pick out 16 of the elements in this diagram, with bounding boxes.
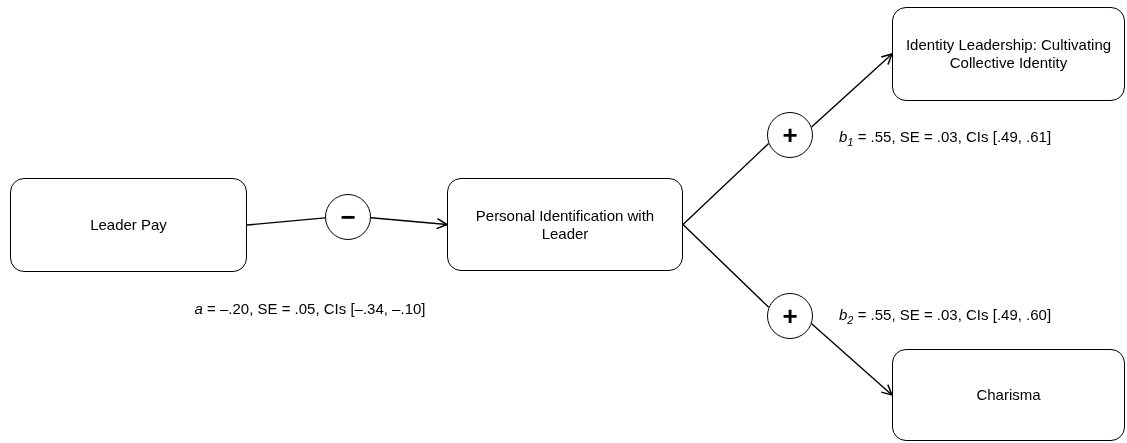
connector-line (682, 223, 770, 309)
arrow (370, 217, 448, 230)
path-coefficient: b$_{2}$ = .55, SE = .03, CIs [.49, .60] (839, 306, 1052, 326)
process-box: Identity Leadership: Cultivating Collective Identity (892, 7, 1125, 101)
arrow (810, 53, 893, 128)
connector-line (682, 142, 770, 226)
sign-circle: + (767, 293, 813, 339)
process-box: Charisma (892, 349, 1125, 441)
process-box: Leader Pay (10, 178, 247, 272)
path-coefficient: a = –.20, SE = .05, CIs [–.34, –.10] (194, 300, 426, 317)
sign-circle: + (767, 112, 813, 158)
process-box: Personal Identification with Leader (447, 178, 683, 271)
path-coefficient: b$_{1}$ = .55, SE = .03, CIs [.49, .61] (839, 128, 1052, 148)
sign-circle: − (325, 194, 371, 240)
connector-line (246, 217, 326, 226)
arrow (810, 323, 893, 396)
